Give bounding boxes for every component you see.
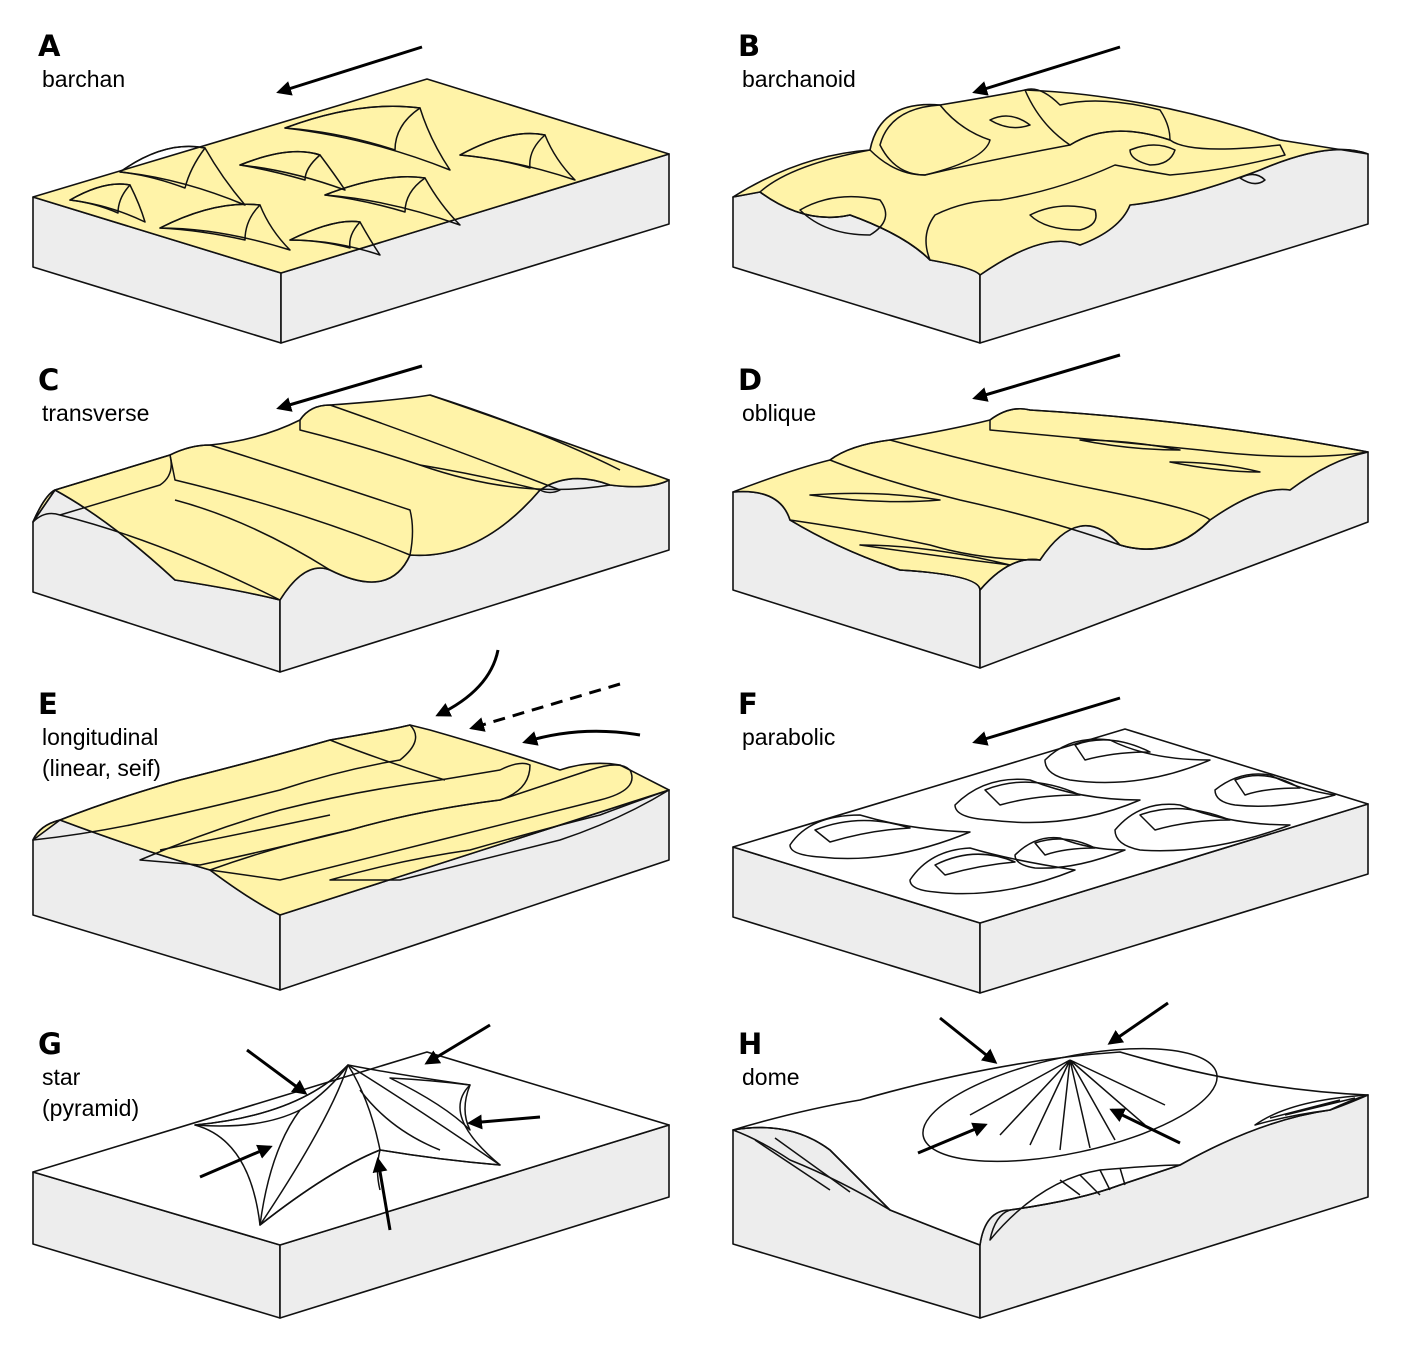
star-dune [194, 1064, 501, 1226]
panel-h-letter: H [738, 1027, 762, 1061]
barchanoid-ridges [759, 88, 1286, 261]
panel-f-letter: F [738, 687, 758, 721]
panel-h-block [732, 1051, 1369, 1319]
panel-g-letter: G [38, 1027, 62, 1061]
panel-d-letter: D [738, 363, 762, 397]
panel-b-block [732, 89, 1369, 344]
panel-d-block [732, 407, 1369, 669]
panel-a-letter: A [38, 29, 61, 63]
wind-arrow-3 [467, 1114, 541, 1130]
wind-arrow [276, 45, 423, 96]
panel-b-letter: B [738, 29, 760, 63]
linear-ridges [32, 724, 670, 881]
block-top-plain [732, 728, 1369, 924]
wind-arrow-1 [246, 1048, 308, 1095]
wind-arrow-curved [435, 649, 500, 717]
panel-g-name: star [42, 1064, 81, 1090]
dome-dune-main [922, 1047, 1218, 1163]
panel-g-star: G star (pyramid) [32, 1023, 670, 1319]
panel-h-dome: H dome [732, 1001, 1369, 1319]
panel-e-name-alt: (linear, seif) [42, 755, 161, 781]
wind-arrow-2 [424, 1023, 491, 1065]
dome-dune-left [732, 1126, 891, 1211]
transverse-ridges [32, 394, 621, 601]
parabolic-dunes [789, 738, 1336, 895]
panel-b-barchanoid: B barchanoid [732, 29, 1369, 344]
panel-g-block [32, 1051, 670, 1319]
panel-e-letter: E [38, 687, 58, 721]
wind-arrow-4 [199, 1144, 273, 1179]
wind-arrow [972, 45, 1121, 96]
wind-arrow-4 [1109, 1108, 1181, 1145]
dome-dune-right [1254, 1094, 1369, 1126]
wind-arrow [972, 696, 1121, 746]
wind-arrow-1 [939, 1016, 998, 1064]
panel-d-oblique: D oblique [732, 353, 1369, 669]
panel-e-name: longitudinal [42, 724, 158, 750]
wind-arrow [972, 353, 1121, 402]
wind-arrow-5 [372, 1157, 392, 1231]
panel-c-name: transverse [42, 400, 149, 426]
oblique-ridges [789, 408, 1369, 591]
block-top-sand [32, 78, 670, 274]
panel-a-block [32, 78, 670, 344]
dome-dunes [732, 1047, 1369, 1241]
panel-d-name: oblique [742, 400, 816, 426]
panel-e-longitudinal: E longitudinal (linear, seif) [32, 649, 670, 991]
barchan-dunes [69, 105, 576, 256]
panel-a-barchan: A barchan [32, 29, 670, 344]
panel-f-name: parabolic [742, 724, 835, 750]
dome-dune-front [989, 1164, 1181, 1241]
panel-a-name: barchan [42, 66, 125, 92]
panel-g-name-alt: (pyramid) [42, 1095, 139, 1121]
panel-c-block [32, 394, 670, 673]
wind-arrow-curved-2 [522, 729, 641, 746]
panel-h-name: dome [742, 1064, 800, 1090]
wind-arrow-2 [1107, 1001, 1169, 1045]
wind-arrow [276, 364, 423, 412]
wind-arrow-3 [917, 1122, 988, 1155]
panel-b-name: barchanoid [742, 66, 856, 92]
panel-f-block [732, 728, 1369, 994]
panel-c-letter: C [38, 363, 59, 397]
panel-f-parabolic: F parabolic [732, 687, 1369, 994]
wind-arrow-dashed [469, 682, 621, 732]
panel-c-transverse: C transverse [32, 363, 670, 673]
